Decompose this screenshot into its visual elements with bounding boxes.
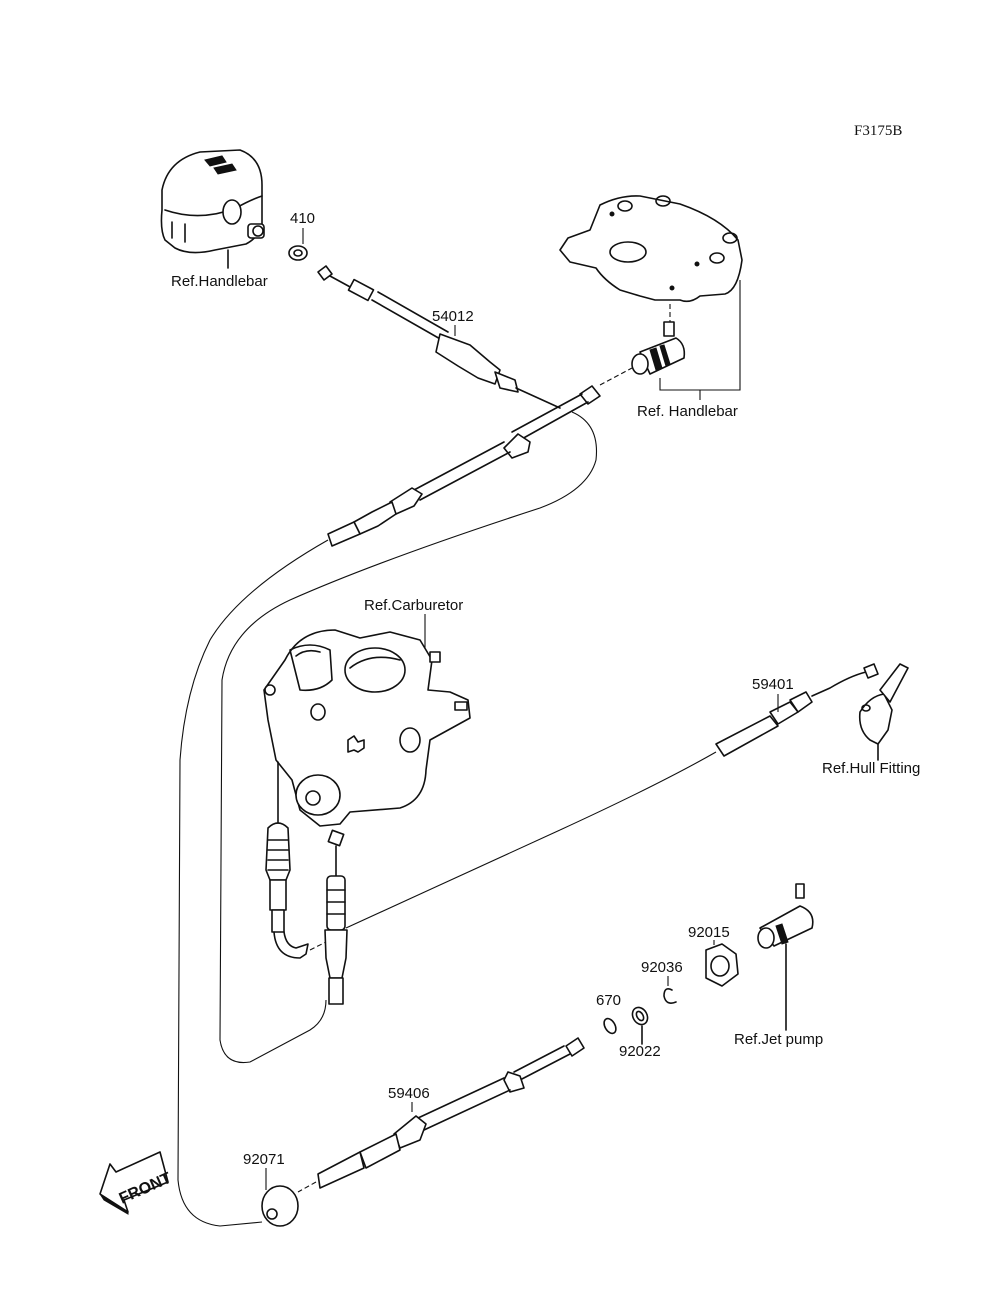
part-670-o-ring <box>603 1017 617 1035</box>
carburetor-cable-ends <box>265 761 561 1005</box>
handlebar-cable-fitting <box>599 280 741 400</box>
part-number-92071: 92071 <box>243 1151 285 1168</box>
part-92036-circlip <box>663 976 677 1004</box>
handlebar-plate <box>559 195 743 322</box>
part-number-410: 410 <box>290 210 315 227</box>
ref-carburetor-label: Ref.Carburetor <box>364 597 463 614</box>
part-number-59406: 59406 <box>388 1085 430 1102</box>
handlebar-switch-housing <box>160 149 265 269</box>
part-number-54012: 54012 <box>432 308 474 325</box>
part-54012-throttle-cable <box>317 265 561 409</box>
carburetor <box>263 614 471 827</box>
ref-hull-fitting-label: Ref.Hull Fitting <box>822 760 920 777</box>
hull-fitting <box>858 663 909 761</box>
ref-handlebar-right-label: Ref. Handlebar <box>637 403 738 420</box>
part-410-washer <box>288 228 308 261</box>
throttle-cable-upper <box>177 385 601 1227</box>
ref-jet-pump-label: Ref.Jet pump <box>734 1031 823 1048</box>
ref-handlebar-left-label: Ref.Handlebar <box>171 273 268 290</box>
part-number-670: 670 <box>596 992 621 1009</box>
part-number-92022: 92022 <box>619 1043 661 1060</box>
part-92015-nut <box>705 940 739 987</box>
part-number-92015: 92015 <box>688 924 730 941</box>
part-59406-steering-cable <box>297 1037 585 1193</box>
part-92071-grommet <box>261 1168 299 1227</box>
jet-pump-fitting <box>757 883 814 1031</box>
figure-code: F3175B <box>854 123 902 139</box>
part-59401-choke-cable <box>559 663 879 831</box>
part-92022-washer <box>631 1006 649 1045</box>
part-number-59401: 59401 <box>752 676 794 693</box>
front-direction-arrow: FRONT <box>99 1151 174 1215</box>
part-number-92036: 92036 <box>641 959 683 976</box>
